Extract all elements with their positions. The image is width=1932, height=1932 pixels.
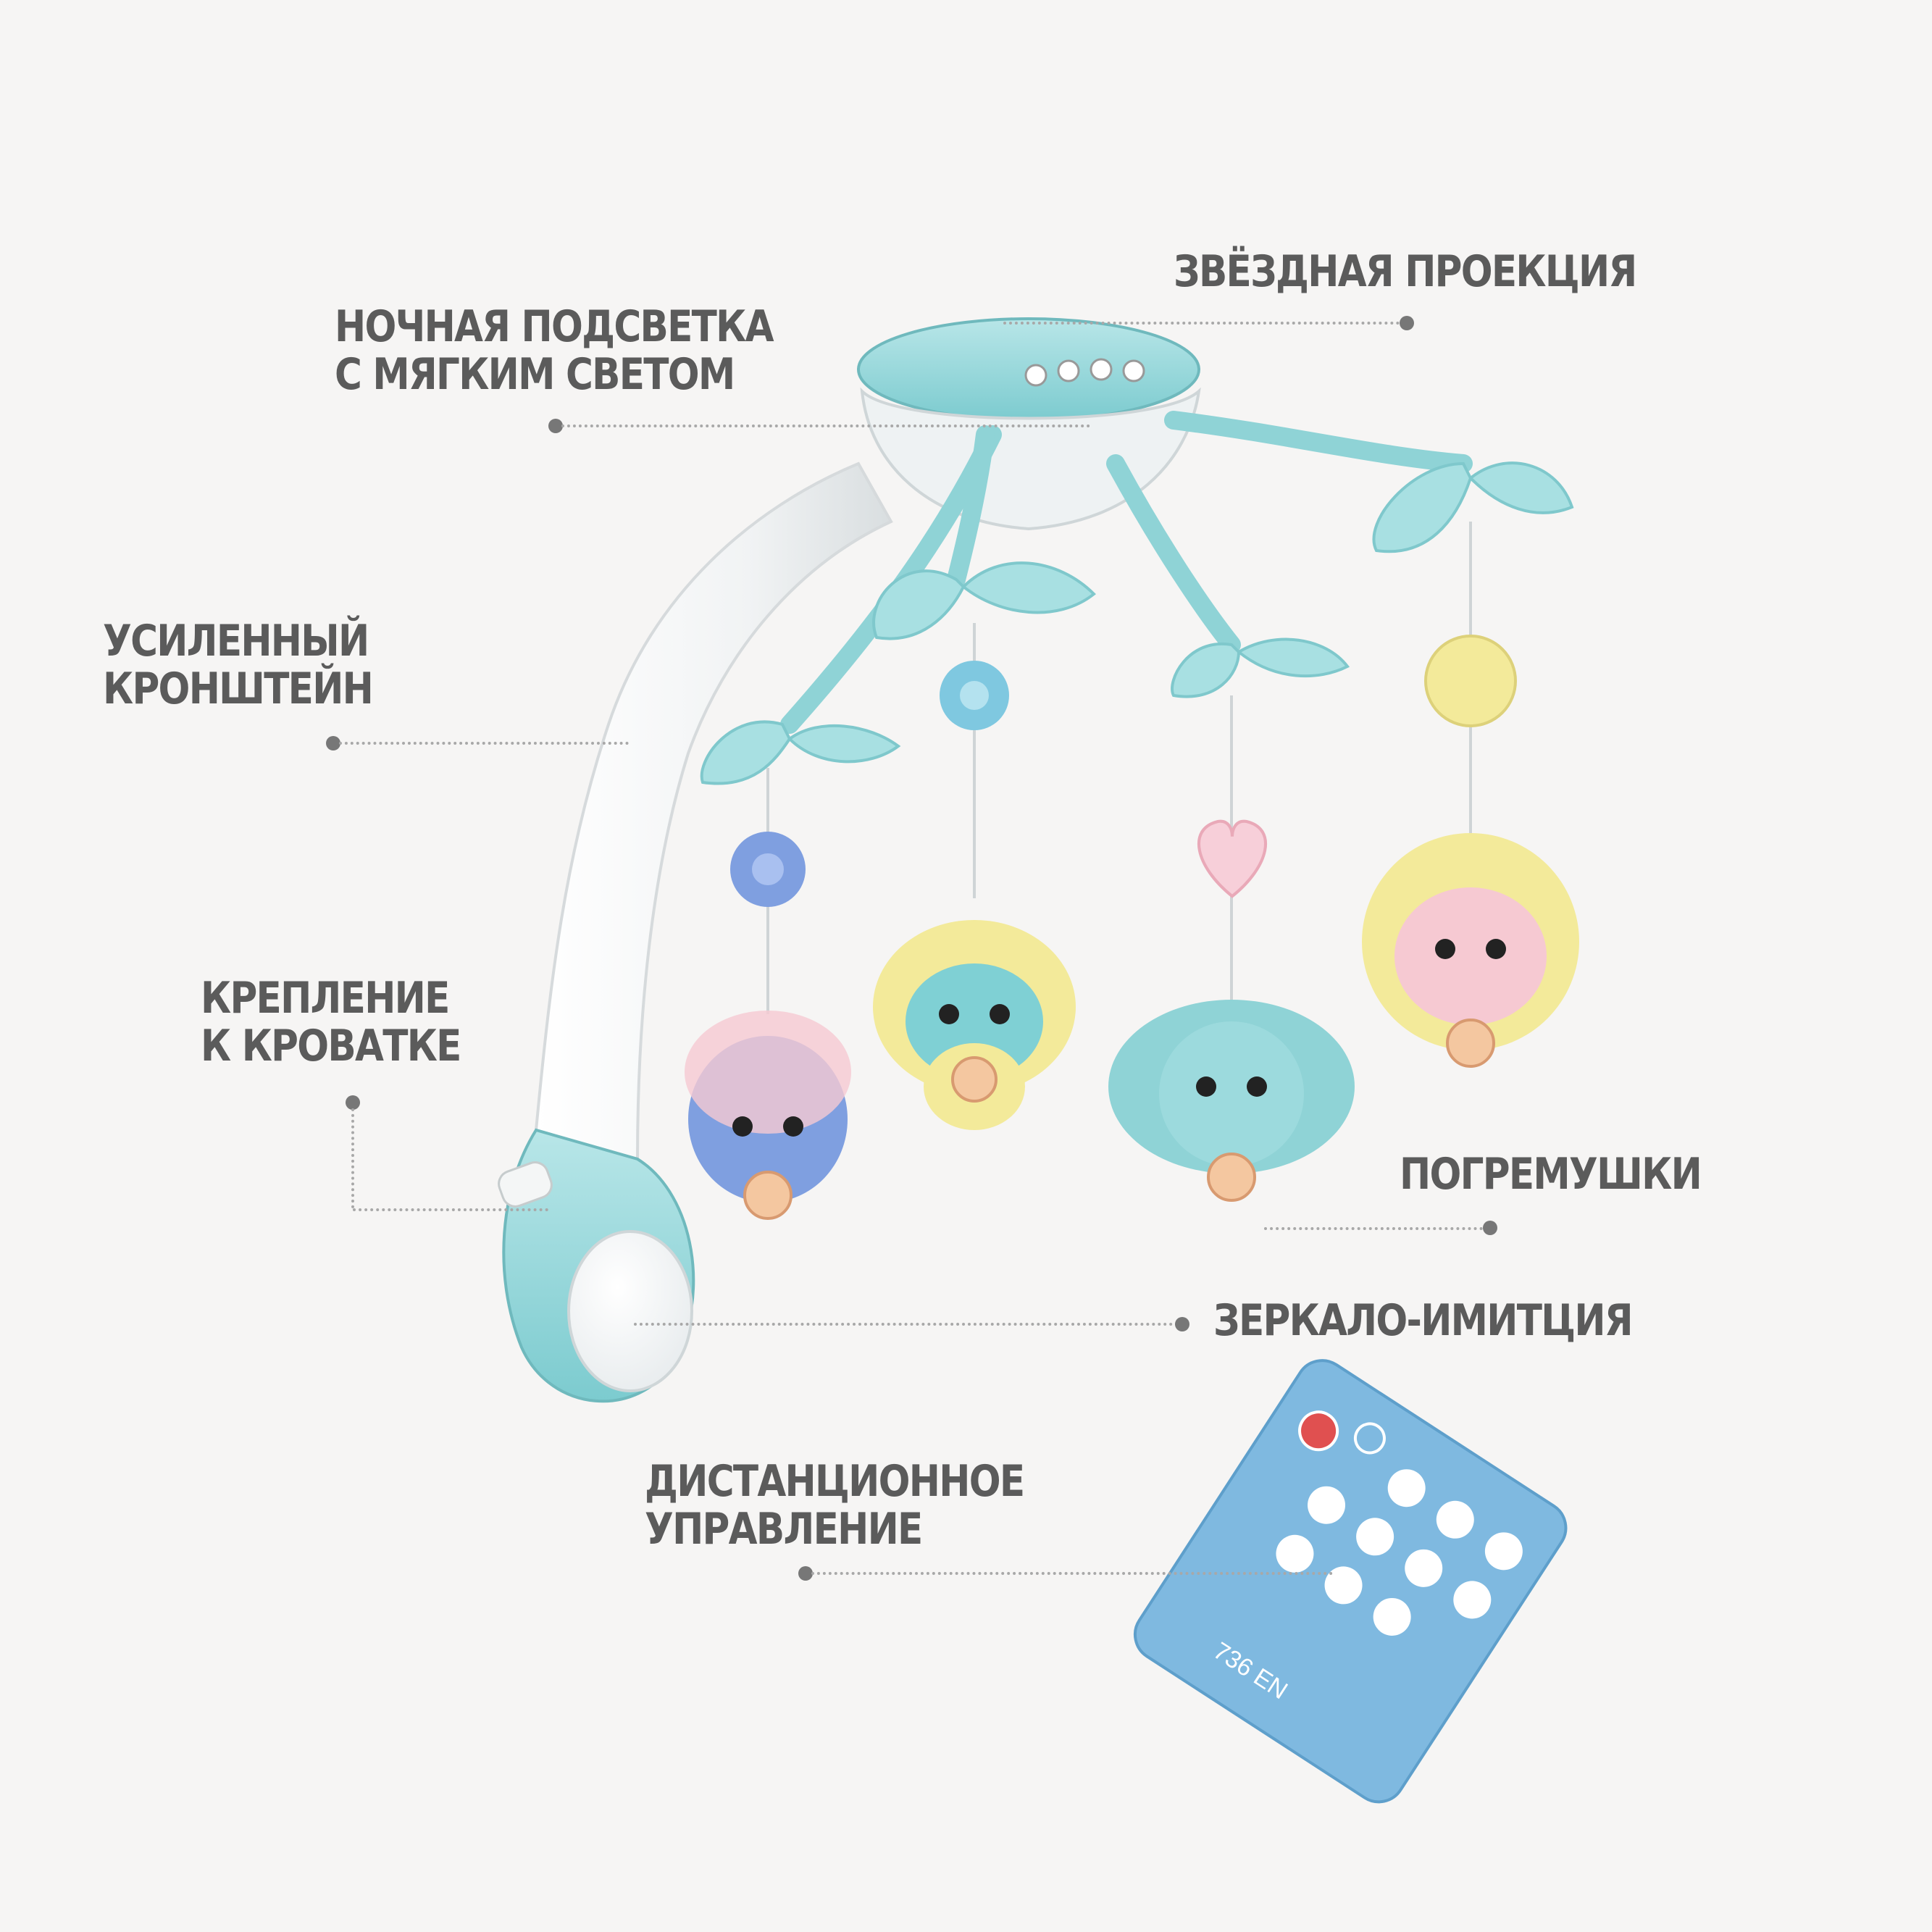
label-crib-mount: КРЕПЛЕНИЕ К КРОВАТКЕ <box>201 973 461 1071</box>
leader-crib-mount-vertical <box>351 1108 354 1208</box>
sun-icon <box>1353 1422 1386 1455</box>
dot-mirror <box>1175 1317 1189 1331</box>
leader-rattles <box>1264 1227 1489 1230</box>
flower-icon <box>730 832 806 907</box>
rattle-lion <box>1362 833 1579 1068</box>
next-icon <box>1356 1518 1394 1556</box>
hanger-arms <box>780 411 1473 734</box>
mirror-imitation <box>567 1230 693 1392</box>
label-bracket: УСИЛЕННЫЙ КРОНШТЕЙН <box>103 616 374 714</box>
leader-bracket <box>339 742 629 745</box>
cloud-charm <box>940 661 1009 730</box>
leader-star-projection <box>1003 322 1405 325</box>
label-rattles: ПОГРЕМУШКИ <box>1400 1149 1702 1200</box>
play-pause-icon <box>1387 1469 1426 1507</box>
rattle-elephant <box>1108 1000 1355 1202</box>
bow-decorations <box>700 461 1574 785</box>
rattle-bee <box>685 1011 851 1220</box>
label-night-light: НОЧНАЯ ПОДСВЕТКА С МЯГКИМ СВЕТОМ <box>335 301 774 400</box>
leader-crib-mount <box>353 1208 548 1211</box>
dot-rattles <box>1483 1221 1497 1235</box>
remote-control: 736 EN <box>1133 1359 1568 1804</box>
dot-star-projection <box>1400 316 1414 330</box>
dot-crib-mount <box>346 1095 360 1110</box>
prev-icon <box>1308 1486 1346 1524</box>
rattle-monkey <box>873 920 1076 1130</box>
label-remote: ДИСТАНЦИОННОЕ УПРАВЛЕНИЕ <box>645 1456 1025 1555</box>
dot-bracket <box>326 736 340 750</box>
leader-night-light <box>561 425 1090 427</box>
dot-remote <box>798 1566 813 1581</box>
dot-night-light <box>548 419 563 433</box>
label-star-projection: ЗВЁЗДНАЯ ПРОЕКЦИЯ <box>1174 246 1637 297</box>
clamp-knob <box>498 1161 553 1208</box>
heart-icon <box>1197 819 1267 898</box>
label-mirror: ЗЕРКАЛО-ИМИТЦИЯ <box>1213 1295 1634 1346</box>
leader-remote <box>811 1572 1333 1575</box>
yellow-ball <box>1424 635 1517 727</box>
leader-mirror <box>634 1323 1184 1326</box>
power-icon <box>1298 1410 1339 1452</box>
